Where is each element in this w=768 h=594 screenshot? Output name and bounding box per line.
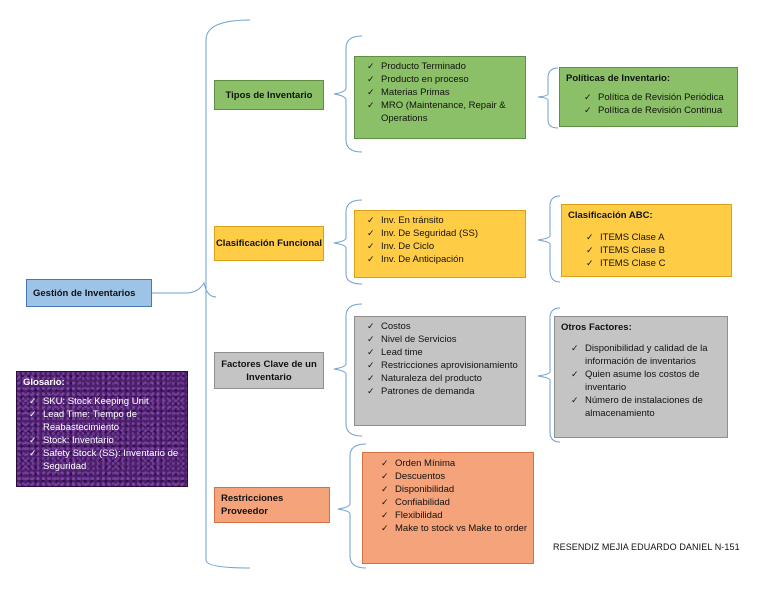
list-item: ITEMS Clase C (582, 257, 725, 270)
side-clasificacion-abc: Clasificación ABC: ITEMS Clase A ITEMS C… (561, 204, 732, 277)
list-item: Inv. De Ciclo (363, 240, 521, 253)
list-item: Flexibilidad (377, 509, 529, 522)
list-item: Confiabilidad (377, 496, 529, 509)
list-item: ITEMS Clase B (582, 244, 725, 257)
glossary-list: SKU: Stock Keeping Unit Lead Time: Tiemp… (23, 395, 181, 473)
root-connector (152, 281, 217, 298)
side-title: Políticas de Inventario: (566, 73, 670, 84)
list-item: Quien asume los costos de inventario (567, 368, 721, 394)
list-item: Restricciones aprovisionamiento (363, 359, 521, 372)
brace-funcional (333, 199, 363, 285)
list-item: Make to stock vs Make to order (377, 522, 529, 535)
side-politicas-inventario: Políticas de Inventario: Política de Rev… (559, 67, 738, 127)
glossary-item: Stock: Inventario (23, 434, 181, 447)
items-factores-clave: Costos Nivel de Servicios Lead time Rest… (354, 316, 526, 426)
list-item: Lead time (363, 346, 521, 359)
list-item: Inv. De Seguridad (SS) (363, 227, 521, 240)
side-title: Otros Factores: (561, 322, 632, 333)
category-label: Restricciones Proveedor (221, 493, 284, 517)
brace-factores (333, 303, 363, 437)
list-item: Descuentos (377, 470, 529, 483)
items-restricciones-proveedor: Orden Mínima Descuentos Disponibilidad C… (362, 452, 534, 564)
list-item: Naturaleza del producto (363, 372, 521, 385)
brace-otros (537, 307, 561, 443)
list-item: Patrones de demanda (363, 385, 521, 398)
list-item: Producto en proceso (363, 73, 521, 86)
list-item: Número de instalaciones de almacenamient… (567, 394, 721, 420)
brace-politicas (537, 67, 559, 129)
list-item: MRO (Maintenance, Repair & Operations (363, 99, 521, 125)
list-item: ITEMS Clase A (582, 231, 725, 244)
category-label: Clasificación Funcional (215, 238, 323, 249)
glossary-item: Safety Stock (SS): Inventario de Segurid… (23, 447, 181, 473)
root-label: Gestión de Inventarios (33, 287, 136, 299)
list-item: Nivel de Servicios (363, 333, 521, 346)
list-item: Orden Mínima (377, 457, 529, 470)
item-list: Producto Terminado Producto en proceso M… (363, 60, 521, 125)
list-item: Política de Revisión Periódica (580, 91, 731, 104)
list-item: Disponibilidad (377, 483, 529, 496)
list-item: Política de Revisión Continua (580, 104, 731, 117)
main-brace (205, 19, 251, 569)
list-item: Costos (363, 320, 521, 333)
brace-abc (537, 195, 561, 283)
side-list: ITEMS Clase A ITEMS Clase B ITEMS Clase … (568, 231, 725, 270)
items-clasificacion-funcional: Inv. En tránsito Inv. De Seguridad (SS) … (354, 210, 526, 278)
glossary-title: Glosario: (23, 377, 65, 388)
brace-tipos (333, 35, 363, 153)
side-list: Disponibilidad y calidad de la informaci… (561, 342, 721, 420)
list-item: Inv. De Anticipación (363, 253, 521, 266)
items-tipos-inventario: Producto Terminado Producto en proceso M… (354, 56, 526, 139)
side-title: Clasificación ABC: (568, 210, 653, 221)
glossary-item: SKU: Stock Keeping Unit (23, 395, 181, 408)
list-item: Materias Primas (363, 86, 521, 99)
root-node: Gestión de Inventarios (26, 279, 152, 307)
brace-proveedor (337, 443, 367, 569)
category-clasificacion-funcional: Clasificación Funcional (214, 226, 324, 261)
category-restricciones-proveedor: Restricciones Proveedor (214, 487, 330, 523)
glossary-item: Lead Time: Tiempo de Reabastecimiento (23, 408, 181, 434)
item-list: Orden Mínima Descuentos Disponibilidad C… (377, 457, 529, 535)
list-item: Inv. En tránsito (363, 214, 521, 227)
glossary-box: Glosario: SKU: Stock Keeping Unit Lead T… (16, 371, 188, 487)
author-label: RESENDIZ MEJIA EDUARDO DANIEL N-151 (553, 542, 740, 552)
side-list: Política de Revisión Periódica Política … (566, 91, 731, 117)
list-item: Disponibilidad y calidad de la informaci… (567, 342, 721, 368)
category-label: Tipos de Inventario (225, 89, 313, 101)
side-otros-factores: Otros Factores: Disponibilidad y calidad… (554, 316, 728, 438)
category-factores-clave: Factores Clave de un Inventario (214, 352, 324, 389)
category-label: Factores Clave de un Inventario (221, 358, 317, 383)
category-tipos-inventario: Tipos de Inventario (214, 80, 324, 110)
item-list: Inv. En tránsito Inv. De Seguridad (SS) … (363, 214, 521, 266)
item-list: Costos Nivel de Servicios Lead time Rest… (363, 320, 521, 398)
list-item: Producto Terminado (363, 60, 521, 73)
